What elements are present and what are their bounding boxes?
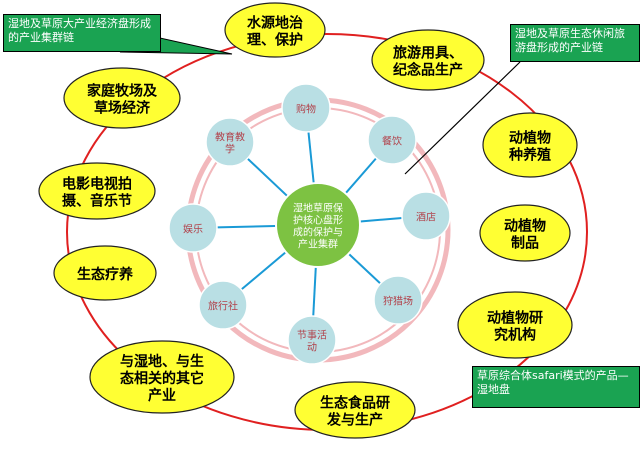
outer-label-film-music-line: 电影电视拍 — [62, 176, 132, 193]
inner-node-shopping — [281, 83, 331, 133]
inner-label-travel-agency: 旅行社 — [208, 299, 238, 312]
callout-eco-leisure-chain: 湿地及草原生态休闲旅游盘形成的产业链 — [510, 24, 640, 62]
spoke-shopping — [307, 131, 316, 188]
outer-label-breeding-line: 种养殖 — [508, 147, 551, 164]
inner-label-hunting: 狩猎场 — [383, 294, 413, 307]
outer-label-water-governance-line: 水源地治 — [247, 15, 303, 32]
outer-label-products-line: 制品 — [511, 235, 539, 252]
inner-label-festival: 节事活动 — [297, 328, 327, 353]
callout-safari-model: 草原综合体safari模式的产品—湿地盘 — [472, 366, 640, 408]
inner-label-festival-line: 动 — [307, 341, 317, 353]
outer-node-eco-therapy — [53, 245, 157, 301]
outer-label-family-ranch-line: 家庭牧场及 — [87, 83, 158, 100]
outer-label-eco-food-line: 生态食品研 — [320, 395, 390, 412]
callout-industry-chain: 湿地及草原大产业经济盘形成的产业集群链 — [3, 14, 161, 52]
spoke-festival — [312, 262, 318, 317]
inner-label-entertainment-line: 娱乐 — [183, 222, 203, 235]
inner-label-education-line: 教育教 — [215, 130, 245, 143]
center-circle — [275, 182, 361, 268]
outer-node-breeding — [482, 112, 578, 178]
center-label-line: 产业集群 — [298, 237, 338, 250]
outer-label-tourism-goods: 旅游用具、纪念品生产 — [393, 45, 463, 79]
center-label-line: 成的保护与 — [293, 225, 343, 238]
outer-label-related-industries: 与湿地、与生态相关的其它产业 — [120, 353, 204, 404]
spoke-education — [246, 157, 292, 200]
outer-label-research: 动植物研究机构 — [487, 310, 543, 344]
center-label: 湿地草原保护核心盘形成的保护与产业集群 — [293, 201, 343, 250]
outer-label-products-line: 动植物 — [504, 218, 546, 235]
outer-label-related-industries-line: 与湿地、与生 — [120, 353, 204, 370]
inner-label-travel-agency-line: 旅行社 — [208, 299, 238, 312]
outer-label-eco-therapy: 生态疗养 — [77, 266, 134, 283]
outer-label-family-ranch-line: 草场经济 — [94, 100, 151, 117]
inner-label-education-line: 学 — [225, 142, 235, 155]
outer-node-tourism-goods — [371, 29, 485, 91]
spoke-hotel — [355, 216, 403, 223]
outer-label-research-line: 究机构 — [494, 327, 536, 344]
outer-label-film-music-line: 摄、音乐节 — [62, 193, 132, 210]
outer-node-family-ranch — [63, 67, 181, 129]
inner-node-dining — [367, 115, 417, 165]
spokes — [216, 131, 403, 317]
inner-label-education: 教育教学 — [215, 130, 245, 155]
outer-node-water-governance — [224, 2, 326, 58]
outer-label-related-industries-line: 产业 — [148, 387, 176, 404]
outer-node-research — [457, 291, 573, 359]
outer-label-film-music: 电影电视拍摄、音乐节 — [62, 176, 132, 210]
inner-label-hotel: 酒店 — [416, 210, 436, 223]
spoke-travel-agency — [240, 248, 290, 291]
inner-label-shopping-line: 购物 — [296, 102, 316, 115]
outer-label-products: 动植物制品 — [504, 218, 546, 252]
outer-label-family-ranch: 家庭牧场及草场经济 — [87, 83, 158, 117]
center-label-line: 湿地草原保 — [293, 201, 343, 214]
inner-label-entertainment: 娱乐 — [183, 222, 203, 235]
outer-label-eco-food-line: 发与生产 — [326, 412, 383, 429]
spoke-hunting — [345, 250, 382, 285]
inner-node-entertainment — [168, 203, 218, 253]
outer-node-eco-food — [294, 381, 416, 439]
outer-label-research-line: 动植物研 — [487, 310, 543, 327]
inner-label-shopping: 购物 — [296, 102, 316, 115]
outer-label-water-governance: 水源地治理、保护 — [247, 15, 303, 49]
outer-label-eco-therapy-line: 生态疗养 — [77, 266, 134, 283]
inner-label-hotel-line: 酒店 — [416, 210, 436, 223]
spoke-dining — [342, 157, 377, 197]
inner-node-festival — [287, 315, 337, 365]
spoke-entertainment — [216, 224, 281, 229]
inner-label-festival-line: 节事活 — [297, 328, 327, 341]
inner-label-dining-line: 餐饮 — [382, 134, 402, 147]
inner-label-hunting-line: 狩猎场 — [383, 294, 413, 307]
outer-label-breeding-line: 动植物 — [509, 130, 551, 147]
inner-node-hotel — [401, 191, 451, 241]
inner-label-dining: 餐饮 — [382, 134, 402, 147]
center-node: 湿地草原保护核心盘形成的保护与产业集群 — [275, 182, 361, 268]
inner-node-education — [205, 117, 255, 167]
outer-label-breeding: 动植物种养殖 — [508, 130, 551, 164]
eco-leisure-chain-pointer — [404, 61, 521, 175]
outer-node-related-industries — [89, 340, 235, 414]
center-label-line: 护核心盘形 — [293, 213, 343, 226]
inner-node-hunting — [373, 275, 423, 325]
outer-label-tourism-goods-line: 纪念品生产 — [393, 62, 463, 79]
outer-node-film-music — [38, 162, 156, 220]
outer-label-water-governance-line: 理、保护 — [247, 32, 303, 49]
outer-nodes: 水源地治理、保护旅游用具、纪念品生产动植物种养殖动植物制品动植物研究机构生态食品… — [38, 2, 578, 439]
outer-label-eco-food: 生态食品研发与生产 — [320, 395, 390, 429]
outer-node-products — [479, 204, 571, 262]
outer-label-tourism-goods-line: 旅游用具、 — [393, 45, 463, 62]
inner-node-travel-agency — [198, 280, 248, 330]
outer-label-related-industries-line: 态相关的其它 — [120, 370, 204, 387]
